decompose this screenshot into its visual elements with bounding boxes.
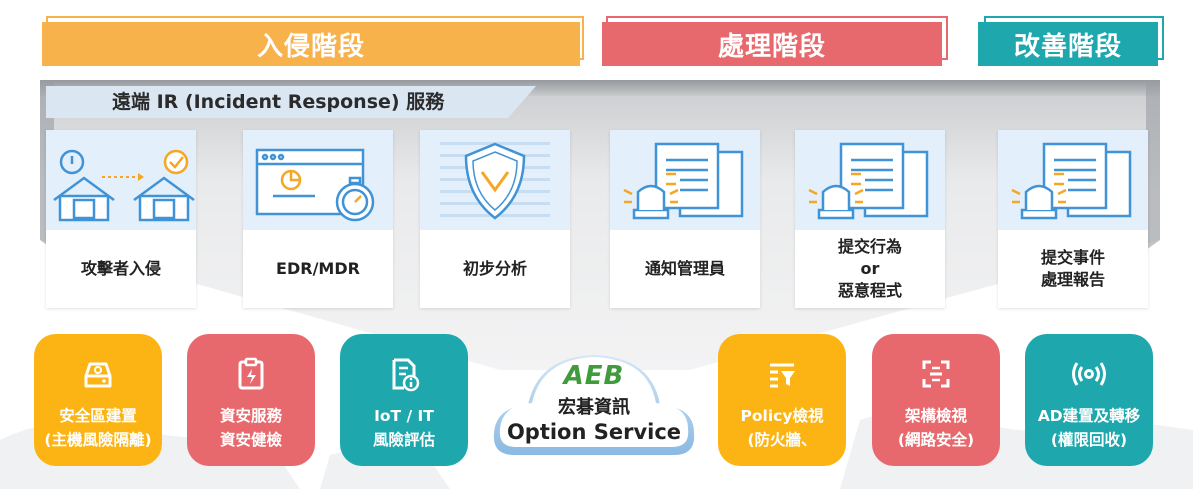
ir-title-bar [46,86,536,118]
tile-label: 架構檢視 (網路安全) [897,407,975,449]
shield-icon [440,142,550,220]
hard-drive-icon [84,362,112,388]
tile-label: AD建置及轉移 (權限回收) [1037,407,1141,449]
scan-frame-icon [922,360,950,388]
invasion-phase-banner: 入侵階段 [42,22,580,66]
tile-label: IoT / IT 風險評估 [372,407,435,449]
siren-documents-icon [623,142,744,220]
tile-label: 資安服務 資安健檢 [219,407,282,449]
card-label: 初步分析 [462,259,527,278]
tile-label: Policy檢視 (防火牆、 [740,407,824,449]
card-label: 攻擊者入侵 [80,259,161,278]
card-label: EDR/MDR [276,259,360,278]
card-label: 通知管理員 [644,259,725,278]
handling-phase-label: 處理階段 [717,31,826,62]
card-notify-admin: 通知管理員 [610,130,760,308]
card-initial-analysis: 初步分析 [420,130,570,308]
improve-phase-banner: 改善階段 [978,22,1158,66]
card-edr-mdr: EDR/MDR [243,130,393,308]
option-service-label: Option Service [506,420,682,444]
siren-documents-icon [1011,142,1132,220]
tile-architecture-review: 架構檢視 (網路安全) [872,334,1000,466]
aeb-logo: AEB [563,361,625,391]
tile-label: 安全區建置 (主機風險隔離) [44,407,152,449]
card-label: 提交事件 處理報告 [1040,248,1105,289]
card-submit-report: 提交事件 處理報告 [998,130,1148,308]
siren-documents-icon [808,142,929,220]
filter-list-icon [770,363,795,388]
ir-service-title: 遠端 IR (Incident Response) 服務 [112,91,445,113]
card-label: 提交行為 or 惡意程式 [837,237,902,300]
option-service-cloud [493,355,695,455]
document-info-icon [392,358,420,392]
tile-policy-review: Policy檢視 (防火牆、 [718,334,846,466]
house-intrusion-icon [53,149,195,222]
clipboard-bolt-icon [238,357,264,390]
card-attacker-intrusion: 攻擊者入侵 [46,130,196,308]
company-name: 宏碁資訊 [558,397,630,418]
card-submit-behavior: 提交行為 or 惡意程式 [795,130,945,308]
tile-iot-risk: IoT / IT 風險評估 [340,334,468,466]
tile-ad-migration: AD建置及轉移 (權限回收) [1025,334,1153,466]
broadcast-icon [1072,362,1106,386]
browser-stopwatch-icon [255,148,375,222]
improve-phase-label: 改善階段 [1013,31,1122,62]
tile-secure-zone: 安全區建置 (主機風險隔離) [34,334,162,466]
tile-security-service: 資安服務 資安健檢 [187,334,315,466]
invasion-phase-label: 入侵階段 [256,31,365,62]
handling-phase-banner: 處理階段 [602,22,942,66]
